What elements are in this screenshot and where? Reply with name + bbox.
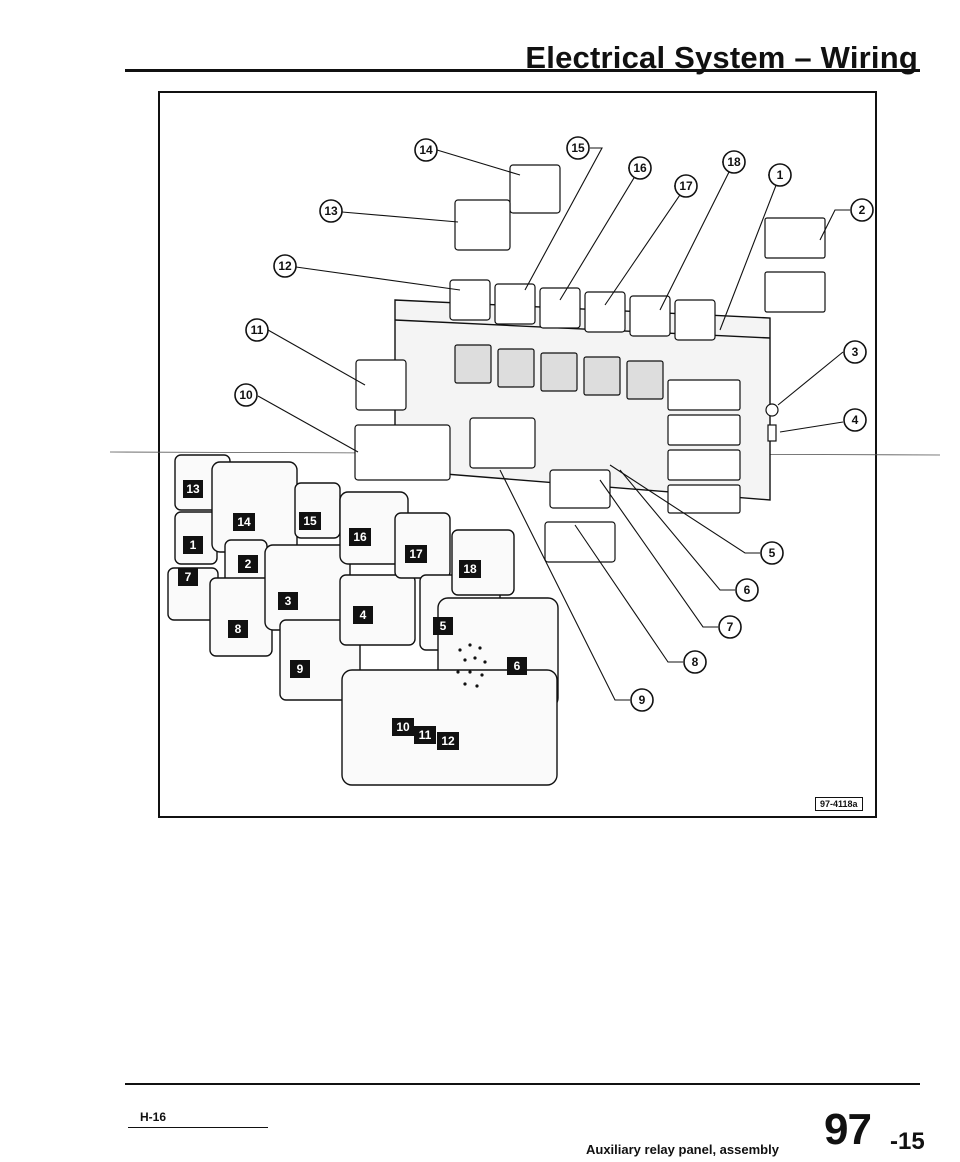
relay-label-13: 13 (186, 482, 200, 496)
panel-connectors-right (667, 379, 741, 514)
callout-circles (234, 136, 874, 712)
callout-1: 1 (777, 168, 784, 182)
panel-sockets-lower (454, 344, 664, 400)
callout-14: 14 (419, 143, 433, 157)
relay-label-15: 15 (303, 514, 317, 528)
relay-label-7: 7 (185, 570, 192, 584)
callout-numbers: 14 15 16 17 18 1 2 13 12 11 10 3 4 5 6 7… (239, 141, 865, 707)
relay-label-18: 18 (463, 562, 477, 576)
footer-caption: Auxiliary relay panel, assembly (586, 1142, 779, 1157)
callout-3: 3 (852, 345, 859, 359)
relay-label-9: 9 (297, 662, 304, 676)
callout-7: 7 (727, 620, 734, 634)
figure-reference: 97-4118a (815, 797, 863, 811)
callout-18: 18 (727, 155, 741, 169)
page-number: 97 (824, 1105, 872, 1154)
footer-rule (125, 1083, 920, 1085)
header-rule (125, 69, 920, 72)
callout-15: 15 (571, 141, 585, 155)
relay-6-grill (456, 643, 487, 688)
callout-4: 4 (852, 413, 859, 427)
relay-label-1: 1 (190, 538, 197, 552)
callout-2: 2 (859, 203, 866, 217)
callout-6: 6 (744, 583, 751, 597)
relay-label-11: 11 (419, 728, 432, 742)
relay-label-16: 16 (353, 530, 367, 544)
relay-label-12: 12 (441, 734, 455, 748)
callout-10: 10 (239, 388, 253, 402)
screws (765, 403, 779, 442)
panel-sockets-upper (449, 279, 716, 341)
page-sub-number: -15 (890, 1128, 925, 1155)
callout-13: 13 (324, 204, 338, 218)
relay-cubes (167, 454, 559, 786)
relay-label-10: 10 (396, 720, 410, 734)
callout-12: 12 (278, 259, 292, 273)
exploded-relays-top (354, 164, 616, 563)
relay-label-6: 6 (514, 659, 521, 673)
relay-label-5: 5 (440, 619, 447, 633)
callout-9: 9 (639, 693, 646, 707)
callout-17: 17 (679, 179, 693, 193)
callout-16: 16 (633, 161, 647, 175)
relay-labels: 13 1 7 14 2 8 15 3 9 16 4 17 5 18 6 10 1… (185, 482, 521, 748)
relay-label-17: 17 (409, 547, 423, 561)
callout-11: 11 (251, 323, 264, 337)
footer-code: H-16 (140, 1110, 167, 1124)
relay-label-boxes (178, 480, 527, 750)
footer-code-rule (128, 1127, 268, 1128)
exploded-relays-right (764, 217, 826, 313)
callout-8: 8 (692, 655, 699, 669)
relay-label-3: 3 (285, 594, 292, 608)
callout-5: 5 (769, 546, 776, 560)
relay-label-4: 4 (360, 608, 367, 622)
relay-label-2: 2 (245, 557, 252, 571)
relay-label-8: 8 (235, 622, 242, 636)
relay-label-14: 14 (237, 515, 251, 529)
